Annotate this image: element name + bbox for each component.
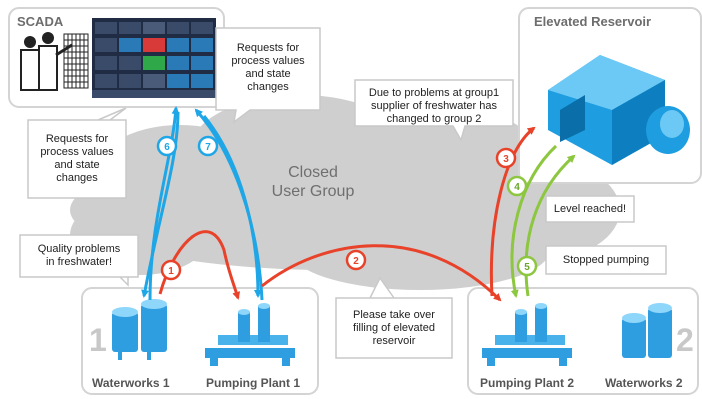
svg-text:2: 2	[353, 256, 359, 267]
pumping-plant2-label: Pumping Plant 2	[480, 376, 575, 390]
group2-number: 2	[676, 322, 694, 358]
waterworks1-tanks-icon	[112, 299, 167, 360]
engineers-icon	[20, 32, 73, 91]
reservoir-icon	[548, 55, 690, 165]
svg-text:1: 1	[168, 266, 174, 277]
callout-takeover	[335, 276, 453, 359]
pumping-plant1-icon	[205, 303, 295, 366]
svg-text:3: 3	[503, 154, 509, 165]
badge-1: 1	[160, 259, 182, 281]
callout-requests-top-text: Requests for process values and state ch…	[231, 42, 305, 93]
group1-number: 1	[89, 322, 107, 358]
cloud-label-line2: User Group	[271, 183, 355, 200]
svg-text:6: 6	[164, 142, 170, 153]
callout-requests-left-text: Requests for process values and state ch…	[40, 133, 114, 184]
callout-takeover-text: Please take over filling of elevated res…	[353, 309, 435, 347]
badge-5: 5	[516, 255, 538, 277]
arrow-4	[510, 144, 558, 298]
scada-title: SCADA	[17, 14, 64, 29]
pumping-plant2-icon	[482, 303, 572, 366]
control-board-icon	[63, 33, 89, 89]
badge-4: 4	[506, 175, 528, 197]
callout-quality	[19, 234, 139, 287]
svg-text:5: 5	[524, 262, 530, 273]
waterworks2-tanks-icon	[622, 303, 672, 358]
arrow-6-down	[141, 111, 180, 298]
waterworks1-label: Waterworks 1	[92, 376, 170, 390]
waterworks2-label: Waterworks 2	[605, 376, 683, 390]
arrow-6-up	[148, 106, 180, 301]
callout-due-to	[354, 79, 514, 142]
callout-due-to-text: Due to problems at group1 supplier of fr…	[368, 87, 500, 125]
arrow-2	[261, 244, 502, 302]
reservoir-title: Elevated Reservoir	[534, 14, 652, 29]
cloud-label-line1: Closed	[288, 164, 338, 181]
callout-stopped-text: Stopped pumping	[562, 254, 650, 266]
arrow-1	[158, 230, 241, 300]
badge-2: 2	[345, 249, 367, 271]
callout-level-text: Level reached!	[553, 203, 627, 215]
arrow-7-down	[202, 115, 262, 298]
svg-text:7: 7	[205, 142, 211, 153]
callout-requests-left	[27, 107, 127, 199]
arrow-5	[524, 154, 576, 297]
badge-6: 6	[156, 135, 178, 157]
badge-7: 7	[197, 135, 219, 157]
callout-level	[545, 195, 635, 223]
callout-requests-top	[215, 27, 321, 124]
callout-quality-text: Quality problems in freshwater!	[37, 243, 121, 268]
badge-3: 3	[495, 147, 517, 169]
scada-screen	[92, 18, 216, 98]
pumping-plant1-label: Pumping Plant 1	[206, 376, 301, 390]
cloud-label: Closed User Group	[258, 163, 368, 201]
svg-text:4: 4	[514, 182, 520, 193]
callout-stopped	[545, 245, 667, 275]
arrow-3	[489, 126, 536, 297]
